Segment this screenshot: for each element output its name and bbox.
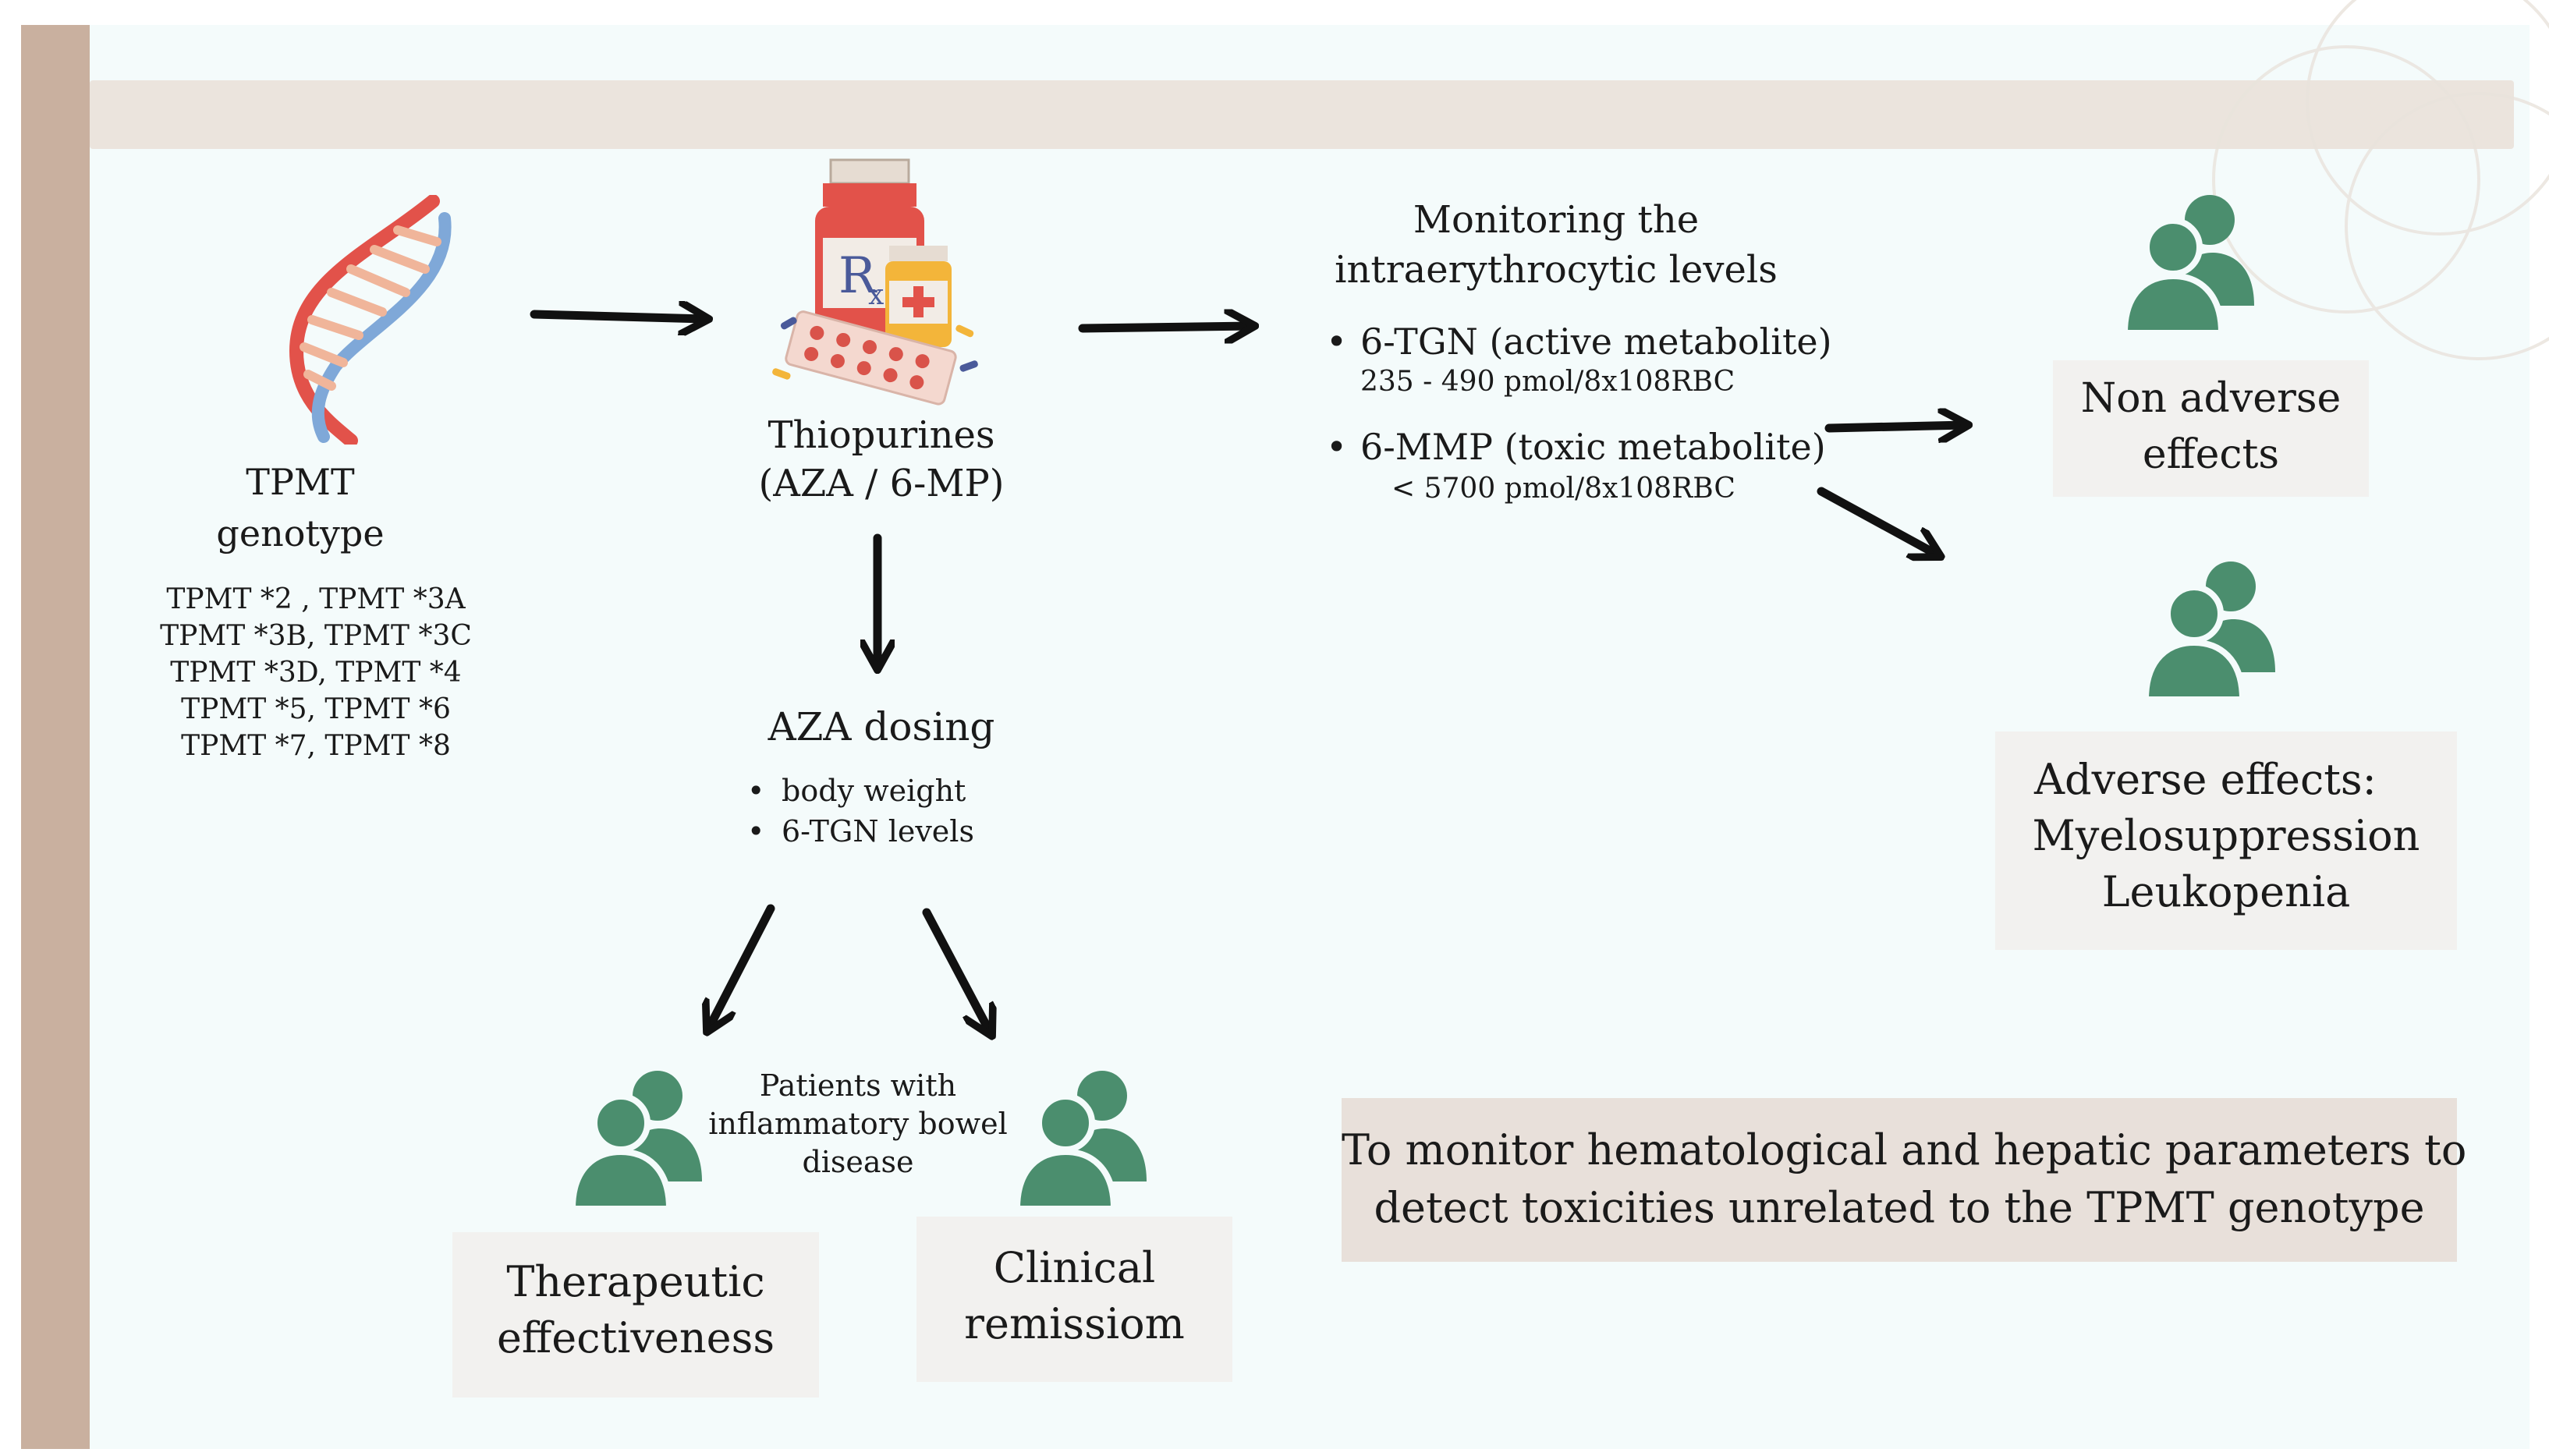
patients-label: Patients with inflammatory bowel disease	[702, 1067, 1014, 1181]
arrow-monitoring-to-non-adverse	[1824, 425, 1966, 428]
dosing-criterion: body weight	[747, 771, 974, 811]
mmp-range: < 5700 pmol/8x108RBC	[1391, 473, 1735, 505]
monitoring-metabolite-list: 6-TGN (active metabolite)	[1326, 318, 1832, 365]
drug-abbreviation: (AZA / 6-MP)	[758, 462, 1005, 505]
non-adverse-line1: Non adverse	[2080, 375, 2342, 422]
people-icon	[1013, 1071, 1147, 1212]
monitoring-title-line1: Monitoring the	[1413, 198, 1700, 242]
drug-name: Thiopurines	[768, 413, 995, 457]
adverse-line2: Myelosuppression	[2032, 811, 2420, 860]
therapeutic-effectiveness-box: Therapeutic effectiveness	[452, 1232, 819, 1398]
dosing-title: AZA dosing	[768, 704, 995, 749]
dosing-criterion: 6-TGN levels	[747, 811, 974, 852]
patients-line1: Patients with	[759, 1068, 957, 1103]
dosing-criteria-list: body weight 6-TGN levels	[747, 771, 974, 852]
non-adverse-effects-box: Non adverse effects	[2053, 360, 2369, 497]
note-line1: To monitor hematological and hepatic par…	[1342, 1125, 2467, 1174]
svg-text:R: R	[838, 247, 877, 305]
people-icon	[2142, 561, 2275, 703]
genotype-variant: TPMT *7, TPMT *8	[181, 730, 451, 762]
monitoring-note-box: To monitor hematological and hepatic par…	[1342, 1098, 2467, 1262]
genotype-variant: TPMT *5, TPMT *6	[181, 693, 451, 725]
adverse-effects-box: Adverse effects: Myelosuppression Leukop…	[1995, 732, 2457, 950]
note-line2: detect toxicities unrelated to the TPMT …	[1374, 1183, 2425, 1232]
adverse-line3: Leukopenia	[2101, 867, 2351, 916]
svg-text:x: x	[868, 279, 884, 311]
genotype-variant-list: TPMT *2 , TPMT *3A TPMT *3B, TPMT *3C TP…	[156, 581, 476, 764]
people-icon	[2121, 195, 2254, 336]
arrow-monitoring-to-adverse	[1817, 487, 1938, 555]
top-header-band	[90, 80, 2514, 149]
dna-icon	[289, 195, 452, 445]
genotype-variant: TPMT *3D, TPMT *4	[170, 657, 462, 689]
genotype-variant: TPMT *2 , TPMT *3A	[166, 583, 466, 615]
non-adverse-line2: effects	[2142, 431, 2280, 478]
clinical-remission-box: Clinical remissiom	[916, 1217, 1232, 1382]
genotype-title: TPMT genotype	[216, 461, 385, 554]
tgn-metabolite: 6-TGN (active metabolite)	[1326, 318, 1832, 365]
left-sidebar-bar	[21, 25, 90, 1449]
decorative-circles	[2212, 0, 2549, 360]
monitoring-title-line2: intraerythrocytic levels	[1335, 248, 1778, 292]
arrow-genotype-to-thiopurines	[530, 314, 706, 319]
arrow-dosing-to-therapeutic	[708, 904, 775, 1029]
mmp-metabolite: 6-MMP (toxic metabolite)	[1326, 423, 1826, 470]
tgn-range: 235 - 490 pmol/8x108RBC	[1360, 366, 1735, 398]
therapeutic-line2: effectiveness	[496, 1313, 775, 1362]
patients-line2: inflammatory bowel	[708, 1107, 1008, 1141]
medicine-bottle-icon: R x	[772, 158, 978, 406]
therapeutic-line1: Therapeutic	[506, 1257, 765, 1306]
clinical-line1: Clinical	[993, 1243, 1156, 1292]
monitoring-metabolite-list-2: 6-MMP (toxic metabolite)	[1326, 423, 1826, 470]
people-icon	[569, 1071, 702, 1212]
arrow-dosing-to-clinical	[922, 908, 991, 1033]
adverse-line1: Adverse effects:	[2034, 755, 2377, 804]
clinical-line2: remissiom	[964, 1299, 1185, 1348]
arrow-thiopurines-to-monitoring	[1078, 326, 1252, 328]
genotype-variant: TPMT *3B, TPMT *3C	[160, 620, 472, 652]
patients-line3: disease	[802, 1145, 914, 1179]
